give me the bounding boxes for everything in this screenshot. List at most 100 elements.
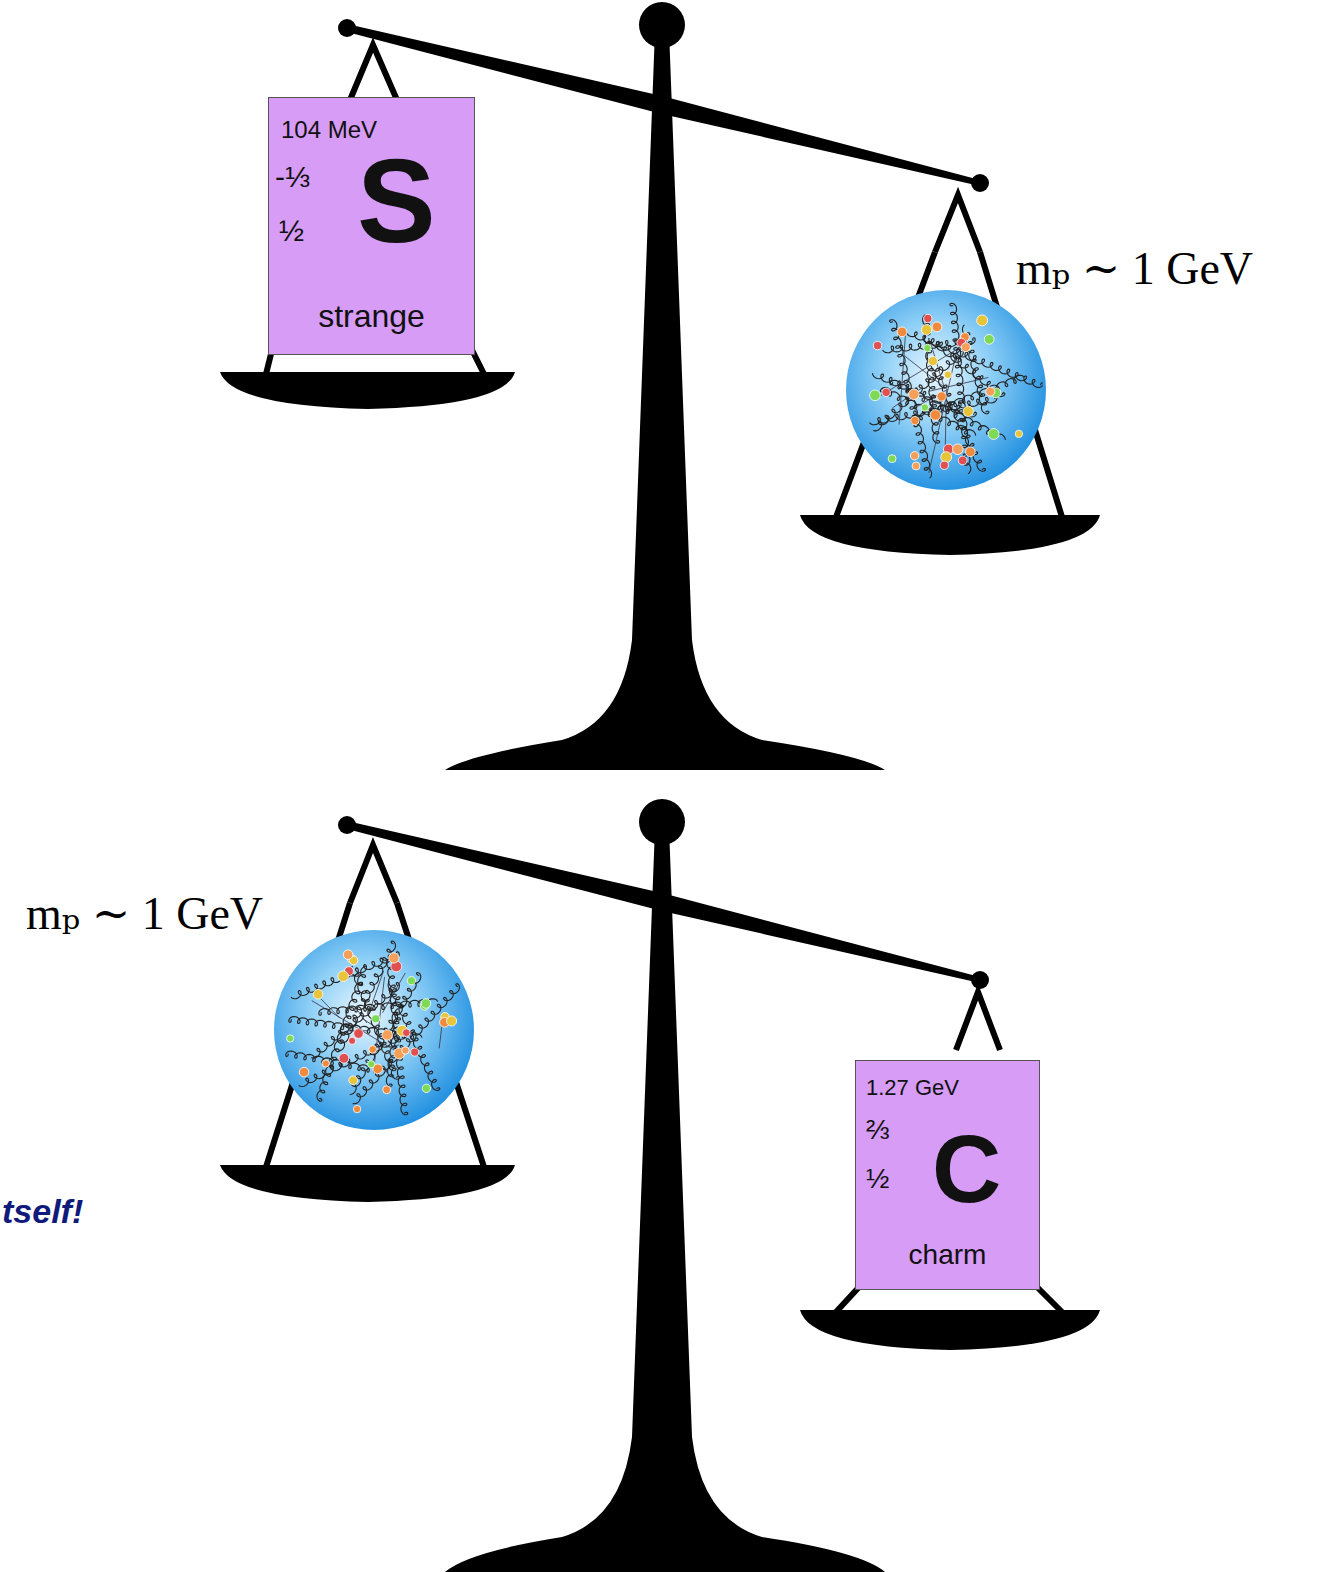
quark-line: [929, 350, 957, 473]
proton-sphere: [846, 290, 1046, 490]
quark-card: 1.27 GeV⅔½Ccharm: [855, 1060, 1040, 1290]
hanger: [350, 45, 397, 100]
hanger: [956, 992, 1000, 1050]
mass-label: mₚ ∼ 1 GeV: [1016, 246, 1253, 292]
quark-dot: [965, 447, 975, 457]
quark-dot: [888, 455, 896, 463]
beam-end: [338, 816, 356, 834]
quark-dot: [986, 387, 995, 396]
quark-line: [875, 347, 962, 400]
quark-dot: [952, 444, 963, 455]
quark-dot: [977, 315, 988, 326]
quark-dot: [940, 461, 948, 469]
quark-dot: [422, 1084, 430, 1092]
quark-dot: [353, 1105, 360, 1112]
gluon-line: [311, 983, 399, 1059]
quark-dot: [928, 356, 937, 365]
quark-dot: [921, 325, 931, 335]
hanger: [266, 903, 484, 1167]
quark-dot: [313, 989, 323, 999]
quark-dot: [882, 388, 890, 396]
quark-dot: [338, 971, 349, 982]
hanger: [350, 845, 397, 903]
quark-line: [439, 1026, 442, 1048]
quark-dot: [322, 1060, 329, 1067]
gluon-line: [317, 966, 366, 1101]
quark-dot: [447, 1016, 457, 1026]
proton-sphere: [274, 930, 474, 1130]
quark-line: [318, 996, 340, 1019]
gluon-line: [872, 373, 976, 417]
quark-line: [892, 388, 921, 408]
beam-end: [971, 971, 989, 989]
quark-line: [312, 1001, 402, 1055]
quark-dot: [299, 1067, 309, 1077]
quark-dot: [963, 406, 973, 416]
charge-value: -⅓: [275, 162, 310, 192]
quark-dot: [402, 1047, 409, 1054]
quark-dot: [961, 343, 970, 352]
quark-dot: [910, 452, 918, 460]
quark-dot: [402, 1029, 410, 1037]
sphere-content: [869, 303, 1043, 478]
quark-dot: [924, 344, 932, 352]
quark-dot: [348, 1037, 355, 1044]
quark-dot: [368, 1060, 375, 1067]
quark-dot: [911, 416, 919, 424]
quark-dot: [909, 389, 920, 400]
quark-symbol: C: [932, 1121, 1001, 1217]
quark-line: [904, 355, 947, 389]
quark-symbol: S: [357, 142, 436, 260]
scale-pan: [220, 372, 515, 409]
quark-dot: [369, 1046, 377, 1054]
pivot-knob: [639, 2, 685, 48]
quark-dot: [941, 452, 952, 463]
quark-dot: [930, 410, 941, 421]
quark-dot: [932, 322, 942, 332]
quark-dot: [354, 1029, 364, 1039]
quark-line: [373, 977, 384, 1072]
quark-dot: [912, 462, 920, 470]
pivot-knob: [639, 799, 685, 845]
beam-end: [971, 174, 989, 192]
gluon-line: [319, 999, 438, 1016]
quark-dot: [407, 977, 415, 985]
quark-dot: [421, 999, 431, 1009]
quark-line: [899, 335, 905, 425]
quark-dot: [383, 1086, 391, 1094]
quark-line: [914, 389, 948, 408]
quark-name: charm: [856, 1241, 1039, 1269]
gluon-line: [339, 941, 396, 1051]
quark-dot: [921, 404, 929, 412]
charge-value: ⅔: [866, 1116, 889, 1144]
quark-line: [929, 377, 988, 391]
scale-pan: [220, 1165, 515, 1202]
quark-dot: [287, 1035, 294, 1042]
quark-dot: [343, 950, 353, 960]
quark-dot: [988, 429, 999, 440]
mass-label: mₚ ∼ 1 GeV: [26, 891, 263, 937]
quark-dot: [372, 1015, 380, 1023]
quark-dot: [1015, 430, 1022, 437]
quark-dot: [937, 392, 946, 401]
quark-dot: [924, 314, 932, 322]
quark-dot: [349, 1076, 358, 1085]
quark-dot: [339, 1053, 349, 1063]
quark-dot: [984, 334, 994, 344]
quark-line: [383, 973, 406, 1013]
cut-note: tself!: [2, 1194, 83, 1228]
scale-pan: [800, 1310, 1100, 1350]
quark-name: strange: [269, 300, 474, 332]
sphere-body: [274, 930, 474, 1130]
quark-dot: [958, 456, 967, 465]
gluon-line: [869, 396, 997, 425]
sphere-content: [286, 941, 460, 1115]
beam-end: [338, 19, 356, 37]
quark-dot: [944, 371, 952, 379]
balance-scale: [220, 799, 1100, 1572]
gluon-line: [289, 1017, 422, 1040]
quark-dot: [897, 327, 907, 337]
spin-value: ½: [279, 216, 304, 246]
quark-dot: [389, 953, 399, 963]
gluon-line: [388, 981, 440, 1090]
